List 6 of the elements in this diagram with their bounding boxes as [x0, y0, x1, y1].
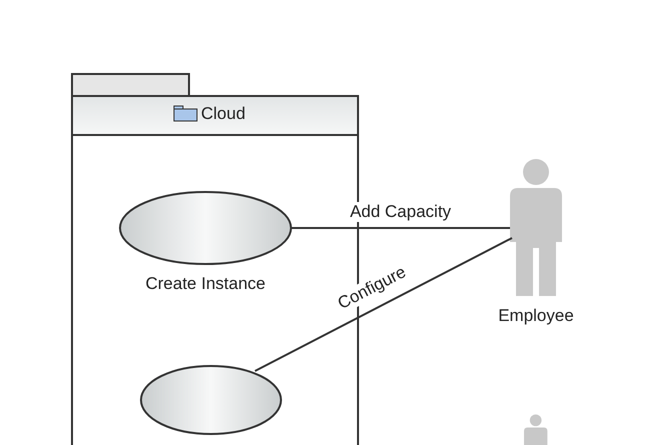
use-case-label: Create Instance	[144, 274, 266, 294]
actor-label: Employee	[497, 306, 575, 326]
package-title: Cloud	[201, 104, 246, 124]
association-line	[291, 227, 510, 229]
edge-label: Add Capacity	[348, 202, 454, 222]
association-line	[254, 237, 512, 372]
